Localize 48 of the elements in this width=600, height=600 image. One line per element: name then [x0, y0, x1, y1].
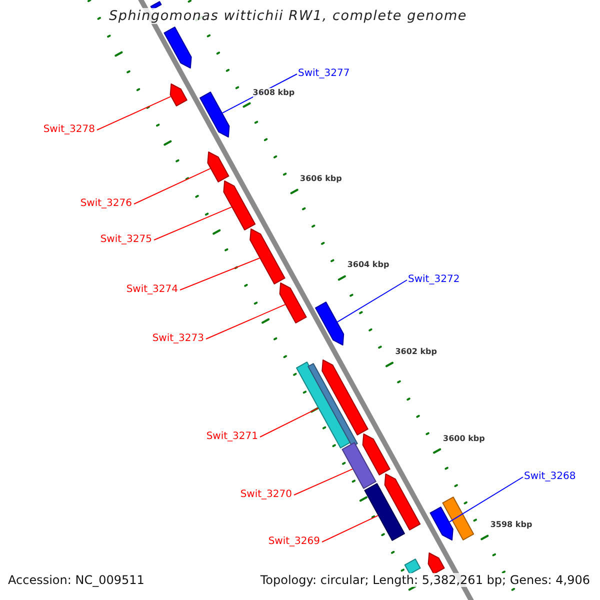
leader-line: [96, 96, 172, 130]
leader-line: [294, 468, 353, 496]
leader-line: [180, 258, 260, 290]
scale-label: 3606 kbp: [300, 174, 342, 184]
gene-label: Swit_3270: [240, 489, 292, 501]
gene-block: [223, 180, 256, 230]
gene-block: [342, 442, 376, 489]
leader-line: [206, 304, 286, 340]
genome-summary-text: Topology: circular; Length: 5,382,261 bp; Genes: 4,906: [260, 573, 590, 588]
leader-line: [134, 168, 211, 204]
leader-line: [260, 408, 319, 438]
title: Sphingomonas wittichii RW1, complete genome: [108, 8, 468, 24]
gene-label: Swit_3272: [408, 274, 460, 286]
gene-label: Swit_3268: [524, 471, 576, 483]
leader-line: [448, 476, 524, 522]
gene-block: [315, 302, 344, 346]
gene-block: [207, 152, 230, 182]
gene-block: [150, 1, 162, 10]
gene-block: [279, 282, 307, 324]
gene-block: [442, 496, 474, 540]
gene-block: [362, 434, 390, 476]
gene-block: [164, 26, 192, 68]
scale-label: 3602 kbp: [395, 347, 438, 357]
scale-label: 3604 kbp: [347, 260, 390, 270]
gene-block: [364, 483, 405, 541]
gene-block: [170, 84, 188, 106]
gene-label: Swit_3277: [298, 68, 350, 80]
gene-block: [430, 506, 454, 540]
leader-line: [322, 515, 378, 542]
gene-block: [250, 228, 286, 284]
gene-block: [428, 552, 445, 574]
leader-line: [336, 280, 408, 322]
gene-label: Swit_3271: [206, 431, 258, 443]
gene-block: [308, 363, 358, 447]
scale-label: 3598 kbp: [490, 520, 532, 530]
gene-block: [322, 360, 368, 436]
gene-label: Swit_3269: [268, 536, 320, 548]
gene-label: Swit_3274: [126, 284, 178, 296]
leader-line: [154, 206, 232, 240]
gene-block: [384, 474, 421, 530]
accession-text: Accession: NC_009511: [8, 573, 144, 588]
gene-label: Swit_3276: [80, 198, 132, 210]
gene-label: Swit_3278: [43, 124, 95, 136]
gene-block: [200, 92, 230, 138]
scale-label: 3608 kbp: [252, 88, 295, 98]
gene-label: Swit_3273: [152, 333, 204, 345]
gene-label: Swit_3275: [100, 234, 152, 246]
scale-label: 3600 kbp: [443, 434, 485, 444]
